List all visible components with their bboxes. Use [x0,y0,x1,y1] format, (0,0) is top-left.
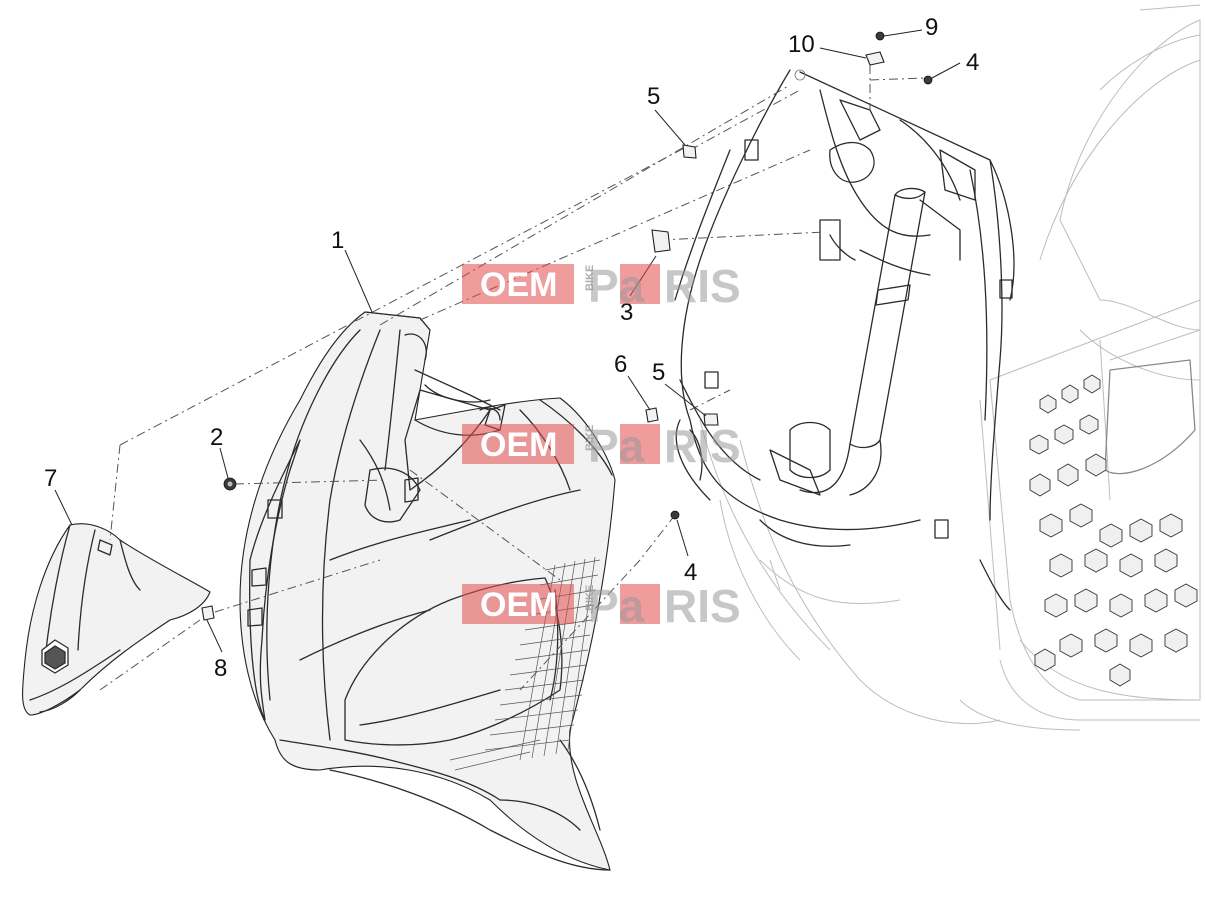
hardware-parts [201,31,933,621]
svg-text:RIS: RIS [664,420,741,472]
svg-text:RIS: RIS [664,260,741,312]
callout-5-mid: 5 [652,359,665,386]
clip-part-6 [645,407,659,423]
nut-part-10 [865,51,885,66]
svg-text:OEM: OEM [480,586,557,624]
scooter-body-drawing [699,4,1201,731]
watermark-middle: OEM BIKE Pa RIS [462,420,741,472]
callout-2: 2 [210,424,223,451]
svg-text:RIS: RIS [664,580,741,632]
svg-text:OEM: OEM [480,266,557,304]
callout-8: 8 [214,655,227,682]
clip-part-5-mid [703,413,719,426]
svg-text:Pa: Pa [588,260,645,312]
svg-text:Pa: Pa [588,580,645,632]
screw-part-9 [875,31,885,41]
callout-3: 3 [620,299,633,326]
clip-part-5-top [682,144,697,159]
watermark-top: OEM BIKE Pa RIS [462,260,741,312]
svg-text:Pa: Pa [588,420,645,472]
svg-text:BIKE: BIKE [584,265,596,291]
callout-9: 9 [925,14,938,41]
nose-cover-part-7 [22,523,211,716]
watermark-bottom: OEM BIKE Pa RIS [462,580,741,632]
callout-pointers [54,29,961,653]
callout-5-top: 5 [647,83,660,110]
screw-part-4-upper [923,75,933,85]
svg-text:BIKE: BIKE [584,425,596,451]
svg-text:BIKE: BIKE [584,585,596,611]
floorboard-hex-pattern [1029,374,1198,687]
screw-part-4-lower [670,510,680,520]
leg-shield-panel [674,69,1015,611]
callout-10: 10 [788,31,815,58]
callout-labels: 1 2 3 4 4 5 5 6 7 8 9 10 [44,14,979,682]
callout-1: 1 [331,227,344,254]
clip-part-8 [201,605,215,621]
callout-4-lower: 4 [684,559,697,586]
callout-6: 6 [614,351,627,378]
svg-text:OEM: OEM [480,426,557,464]
callout-7: 7 [44,465,57,492]
callout-4-upper: 4 [966,49,979,76]
clip-part-3 [651,229,671,253]
